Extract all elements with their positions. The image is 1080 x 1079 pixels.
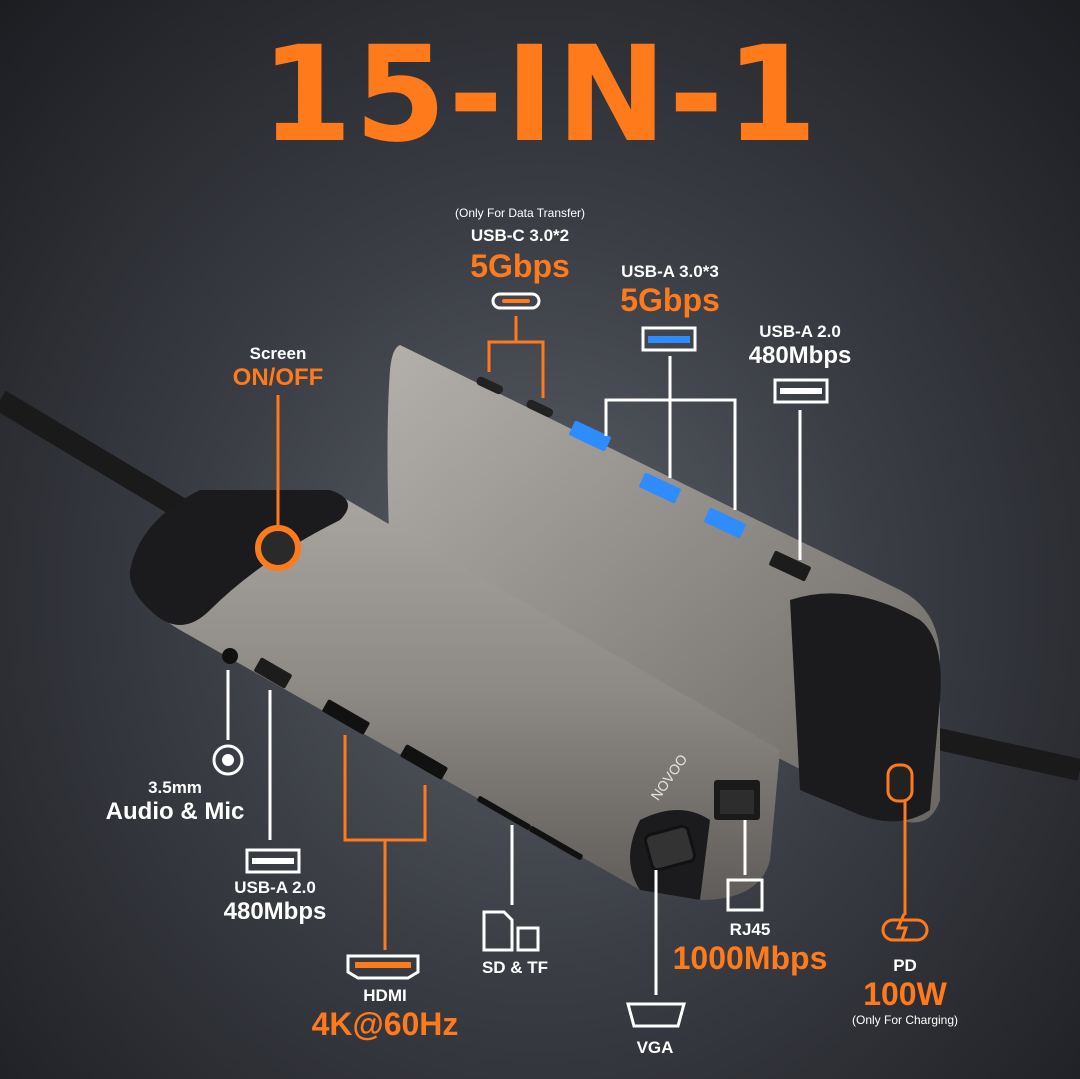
usb-a2-top-port-icon [773,378,829,404]
audio-desc: Audio & Mic [105,798,245,825]
audio-jack-icon [212,744,244,776]
usba2-bottom-label: USB-A 2.0 480Mbps [205,878,345,926]
usba2-top-speed: 480Mbps [748,342,852,369]
hdmi-port-icon [346,954,420,980]
hdmi-name: HDMI [363,986,407,1005]
power-button-ring [255,525,301,571]
usbc-name: USB-C 3.0*2 [470,226,570,245]
left-cable [0,390,206,530]
hdmi-spec: 4K@60Hz [311,1006,459,1042]
usba2-top-name: USB-A 2.0 [759,322,841,341]
usba2-bottom-speed: 480Mbps [223,898,327,925]
rj45-name: RJ45 [729,920,771,939]
right-cable [917,724,1080,781]
screen-label: Screen ON/OFF [208,344,348,392]
front-hub-body [130,490,780,900]
audio-label: 3.5mm Audio & Mic [100,778,250,826]
usba2-bottom-name: USB-A 2.0 [234,878,316,897]
usbc-label: (Only For Data Transfer) USB-C 3.0*2 5Gb… [430,206,610,285]
connector-lines-white [226,356,802,995]
rj45-port-icon [726,878,764,912]
front-hub-cap [129,490,348,625]
usbc-speed: 5Gbps [470,248,570,284]
lightning-icon [895,913,909,941]
tf-card-icon [516,926,540,952]
hdmi-label: HDMI 4K@60Hz [300,986,470,1043]
pd-note: (Only For Charging) [851,1013,959,1027]
sd-card-icon [482,910,514,952]
rj45-label: RJ45 1000Mbps [660,920,840,977]
usba3-name: USB-A 3.0*3 [621,262,719,281]
usba3-label: USB-A 3.0*3 5Gbps [590,262,750,319]
screen-name: Screen [249,344,307,363]
back-hub-cap [790,593,941,822]
vga-port-icon [626,1002,686,1028]
usb-c-port-icon [491,292,541,310]
vga-label: VGA [610,1038,700,1058]
rj45-speed: 1000Mbps [672,940,828,976]
sd-label: SD & TF [460,958,570,978]
pd-power: 100W [863,976,947,1012]
sd-name: SD & TF [481,958,549,977]
usba2-top-label: USB-A 2.0 480Mbps [730,322,870,370]
screen-state: ON/OFF [232,364,324,391]
usbc-note: (Only For Data Transfer) [454,206,586,220]
audio-name: 3.5mm [148,778,202,797]
usb-a3-port-icon [641,326,697,352]
pd-port-icon [881,918,929,942]
vga-name: VGA [636,1038,674,1057]
product-title: 15-IN-1 [260,18,820,172]
pd-label: PD 100W (Only For Charging) [820,956,990,1027]
pd-name: PD [893,956,917,975]
connector-lines-orange [276,316,907,950]
usb-a2-bottom-port-icon [245,848,301,874]
usba3-speed: 5Gbps [620,282,720,318]
